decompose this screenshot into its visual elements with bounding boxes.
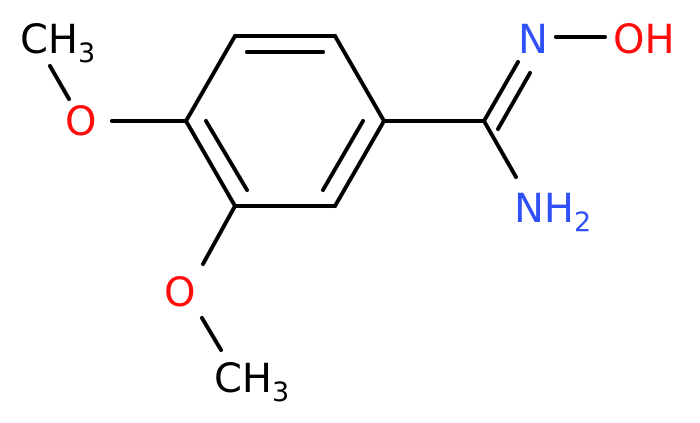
bond-o-mid-to-ch3 — [200, 316, 223, 352]
nitrogen-imine-label: N — [518, 17, 548, 63]
oxygen-top-label: O — [65, 99, 96, 145]
ring-bond-lower-left-inner — [204, 119, 249, 192]
ring-bond-upper-right — [333, 34, 386, 123]
hydroxyl-label: OH — [613, 17, 675, 63]
ring-bond-upper-left — [184, 34, 237, 123]
bond-o-top-to-ch3 — [48, 64, 71, 101]
bond-c-nh2 — [482, 119, 518, 179]
bond-ring-to-o-mid — [201, 204, 237, 266]
methyl-bottom-label: CH3 — [214, 356, 289, 408]
bond-c-n-double-2 — [496, 71, 532, 131]
atom-labels: CH3 O O CH3 N OH NH2 — [20, 17, 675, 408]
methyl-top-label: CH3 — [20, 17, 95, 69]
amine-label: NH2 — [514, 186, 591, 238]
ring-bond-lower-left — [184, 119, 237, 208]
oxygen-mid-label: O — [164, 270, 195, 316]
ring-bond-lower-right — [333, 119, 386, 208]
bonds — [48, 34, 607, 352]
ring-bond-lower-right-inner — [321, 119, 365, 192]
bond-c-n-double-1 — [482, 60, 520, 123]
